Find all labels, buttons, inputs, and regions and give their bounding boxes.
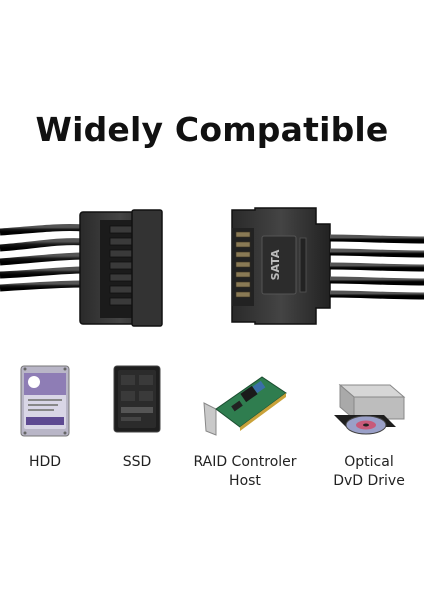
device-label-line: Host [229,473,261,489]
compatible-devices: HDD SSD RAID Controler H [0,365,424,505]
female-connector [79,209,163,327]
sata-cable-illustration: SATA [0,207,424,327]
raid-card-icon [203,376,287,436]
male-connector: SATA [231,207,331,325]
sata-connector-label: SATA [269,249,282,280]
device-label-line: HDD [28,454,62,470]
left-wires [0,223,85,292]
right-wires [329,234,424,300]
hdd-icon [20,365,70,437]
optical-drive-icon [334,383,406,435]
device-label-line: SSD [122,454,152,470]
ssd-icon [113,365,161,433]
device-label-line: RAID Controler [193,454,297,470]
headline-title: Widely Compatible [35,110,389,149]
device-label-line: DvD Drive [333,473,405,489]
device-label-line: Optical [344,454,394,470]
